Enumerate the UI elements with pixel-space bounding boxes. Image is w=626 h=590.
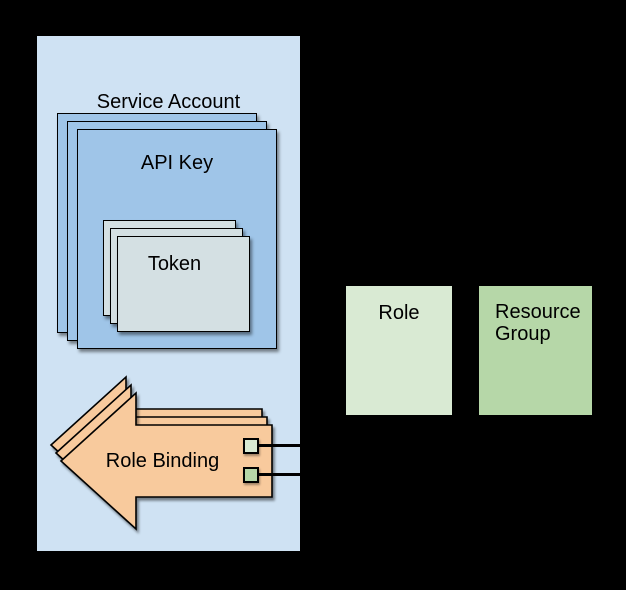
resource-group-ref-connector-line xyxy=(258,473,302,476)
token-box-front: Token xyxy=(117,236,250,332)
role-binding-label: Role Binding xyxy=(105,449,220,472)
role-label: Role xyxy=(378,302,420,324)
role-binding-arrow-front xyxy=(59,391,273,531)
role-ref-square xyxy=(243,438,259,454)
api-key-label: API Key xyxy=(140,152,214,174)
role-box: Role xyxy=(345,285,453,416)
resource-group-label: Resource Group xyxy=(495,301,581,345)
resource-group-box: Resource Group xyxy=(478,285,593,416)
role-binding-label-wrap: Role Binding xyxy=(57,425,268,497)
token-label: Token xyxy=(147,253,202,275)
resource-group-ref-square xyxy=(243,467,259,483)
service-account-label: Service Account xyxy=(96,91,241,113)
role-ref-connector-line xyxy=(258,444,302,447)
role-binding-arrow-stack xyxy=(49,375,273,531)
